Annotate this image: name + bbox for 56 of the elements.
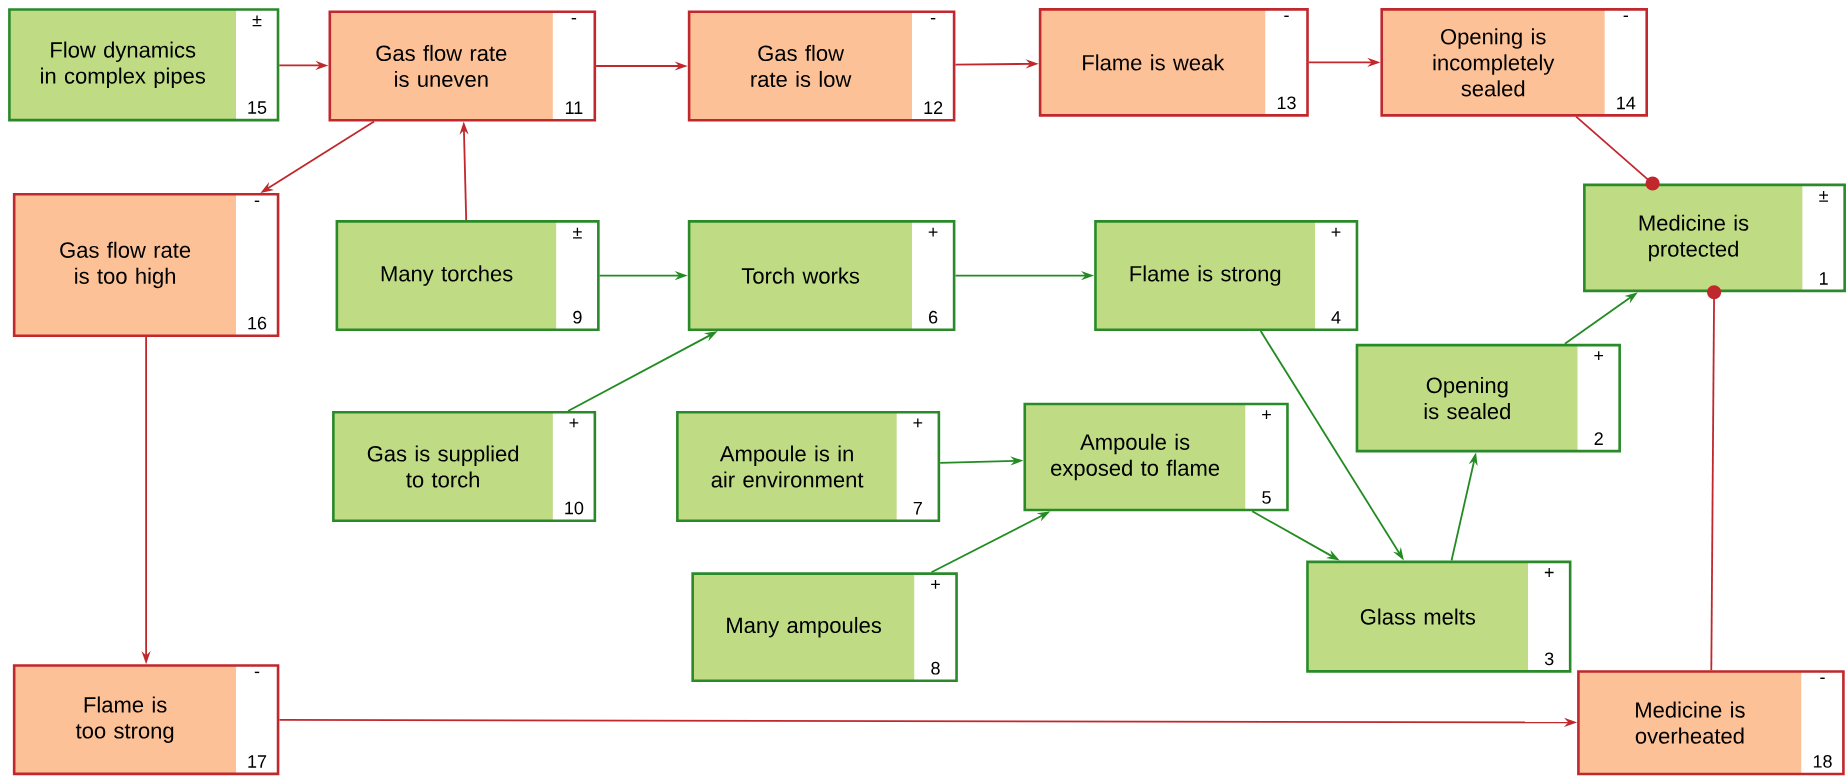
box-number: 2 xyxy=(1594,432,1603,445)
box-number: 4 xyxy=(1331,311,1341,324)
box-number: 5 xyxy=(1262,491,1271,504)
factor-box: Gas flow rate is too high - 16 xyxy=(12,193,280,337)
box-number: 16 xyxy=(248,316,267,330)
sign-label: - xyxy=(254,200,260,202)
sign-label: - xyxy=(571,18,577,20)
connector xyxy=(1575,115,1660,191)
factor-box: Medicine is protected ± 1 xyxy=(1583,183,1846,293)
box-number: 12 xyxy=(924,101,943,114)
box-number: 18 xyxy=(1813,754,1832,768)
sign-label: - xyxy=(1284,15,1289,17)
factor-box: Many ampoules + 8 xyxy=(691,572,958,683)
factor-box: Ampoule is in air environment + 7 xyxy=(676,411,941,522)
box-number: 3 xyxy=(1544,652,1554,666)
sign-label: ± xyxy=(1819,191,1828,202)
box-number: 10 xyxy=(565,501,584,515)
factor-box: Flame is weak - 13 xyxy=(1038,8,1309,117)
sign-label: - xyxy=(1623,15,1628,17)
box-number: 6 xyxy=(929,310,938,324)
factor-box: Many torches ± 9 xyxy=(335,220,600,332)
factor-box: Medicine is overheated - 18 xyxy=(1577,670,1845,776)
sign-label: + xyxy=(913,418,923,428)
factor-box: Opening is sealed + 2 xyxy=(1355,343,1621,453)
sign-label: + xyxy=(1331,227,1341,237)
sign-label: + xyxy=(928,227,938,237)
sign-label: + xyxy=(1544,568,1554,577)
box-number: 8 xyxy=(931,661,940,675)
factor-box: Gas flow rate is uneven - 11 xyxy=(328,10,597,122)
factor-box: Gas flow rate is low - 12 xyxy=(687,10,956,122)
sign-label: ± xyxy=(573,227,582,239)
factor-box: Opening is incompletely sealed - 14 xyxy=(1380,8,1648,117)
factor-box: Flow dynamics in complex pipes ± 15 xyxy=(8,8,280,122)
box-number: 17 xyxy=(248,755,267,768)
box-number: 13 xyxy=(1277,96,1296,110)
sign-label: + xyxy=(1262,410,1271,419)
box-number: 14 xyxy=(1617,96,1636,110)
sign-label: ± xyxy=(252,15,262,27)
sign-label: + xyxy=(569,418,579,428)
connector xyxy=(1707,285,1722,672)
factor-box: Ampoule is exposed to flame + 5 xyxy=(1023,402,1289,512)
factor-box: Flame is strong + 4 xyxy=(1094,220,1359,332)
box-number: 9 xyxy=(573,310,582,324)
sign-label: + xyxy=(931,579,940,589)
factor-box: Gas is supplied to torch + 10 xyxy=(332,411,597,522)
box-number: 11 xyxy=(565,101,583,114)
sign-label: - xyxy=(1820,677,1825,679)
sign-label: + xyxy=(1594,351,1604,361)
box-number: 15 xyxy=(248,101,267,114)
factor-box: Glass melts + 3 xyxy=(1306,560,1572,673)
sign-label: - xyxy=(930,18,936,20)
sign-label: - xyxy=(254,671,260,674)
factor-box: Torch works + 6 xyxy=(687,220,956,332)
box-number: 7 xyxy=(913,502,922,515)
box-number: 1 xyxy=(1819,272,1828,285)
factor-box: Flame is too strong - 17 xyxy=(12,664,280,776)
